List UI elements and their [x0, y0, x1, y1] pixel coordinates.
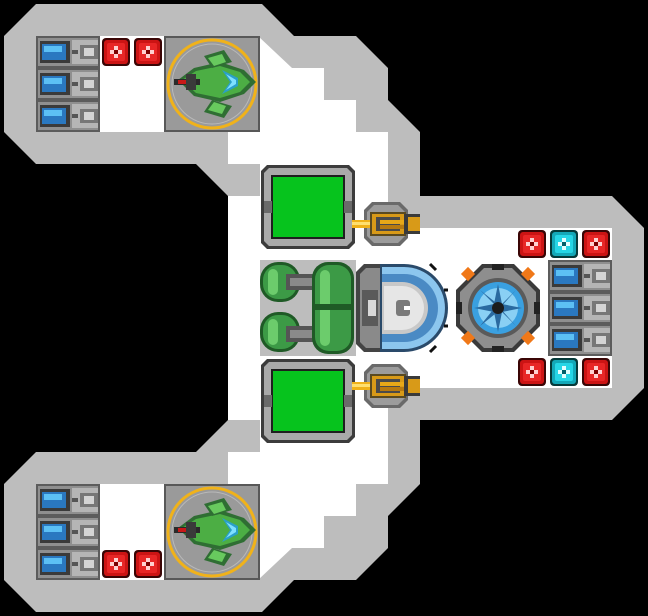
battery-cell-icon	[548, 292, 612, 324]
bottom-left-fighter-bay[interactable]	[162, 482, 262, 582]
reactor-core[interactable]	[456, 264, 540, 352]
reactor-core-icon	[456, 264, 540, 352]
green-crate-icon	[261, 165, 355, 249]
power-node-icon	[102, 550, 130, 578]
right-power-nodes-bottom[interactable]	[518, 358, 610, 386]
battery-cell-icon	[36, 516, 100, 548]
battery-cell-icon	[36, 484, 100, 516]
power-node-icon	[518, 230, 546, 258]
lower-cargo-container[interactable]	[261, 359, 355, 443]
power-node-icon	[550, 230, 578, 258]
battery-cell-icon	[548, 260, 612, 292]
green-crate-icon	[261, 359, 355, 443]
power-node-icon	[518, 358, 546, 386]
fighter-ship-icon	[162, 482, 262, 582]
green-tank-icon	[260, 260, 356, 356]
top-left-battery-bank[interactable]	[36, 36, 100, 132]
cockpit-dome-icon	[356, 262, 448, 354]
battery-cell-icon	[36, 100, 100, 132]
upper-cargo-container[interactable]	[261, 165, 355, 249]
cockpit-dome[interactable]	[356, 262, 448, 354]
right-battery-bank[interactable]	[548, 260, 612, 356]
top-left-fighter-bay[interactable]	[162, 34, 262, 134]
battery-cell-icon	[36, 68, 100, 100]
engine-tanks[interactable]	[260, 260, 356, 356]
power-node-icon	[134, 550, 162, 578]
power-node-icon	[582, 230, 610, 258]
fighter-ship-icon	[162, 34, 262, 134]
power-node-icon	[134, 38, 162, 66]
right-power-nodes-top[interactable]	[518, 230, 610, 258]
bottom-left-battery-bank[interactable]	[36, 484, 100, 580]
power-node-icon	[550, 358, 578, 386]
battery-cell-icon	[36, 548, 100, 580]
power-node-icon	[582, 358, 610, 386]
battery-cell-icon	[548, 324, 612, 356]
power-node-icon	[102, 38, 130, 66]
battery-cell-icon	[36, 36, 100, 68]
